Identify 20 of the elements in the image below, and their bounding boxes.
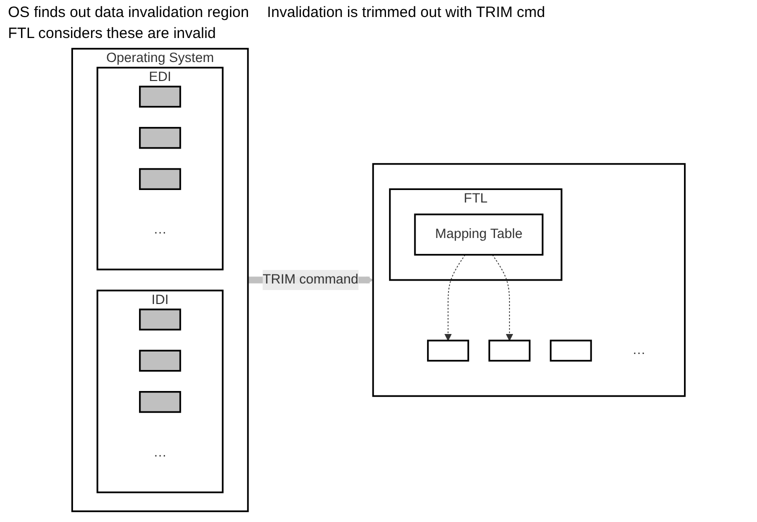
edge-label: TRIM command [262,272,358,287]
arrow [444,254,466,341]
node-box: Mapping Table [414,214,544,256]
node-box [139,308,182,330]
node-text: … [153,222,167,238]
node-text: … [153,446,167,460]
note-text: OS finds out data invalidation region [8,4,249,21]
node-box [139,126,182,149]
node-text: … [632,343,646,358]
note-text: FTL considers these are invalid [8,25,216,42]
node-box [139,350,182,372]
node-box [139,391,182,413]
cluster [372,163,686,397]
node-box [550,340,592,362]
node-box [427,340,470,362]
node-box [488,340,530,362]
arrow [492,254,514,341]
note-text: Invalidation is trimmed out with TRIM cmd [267,4,546,21]
node-box [139,86,182,108]
node-box [139,168,182,190]
